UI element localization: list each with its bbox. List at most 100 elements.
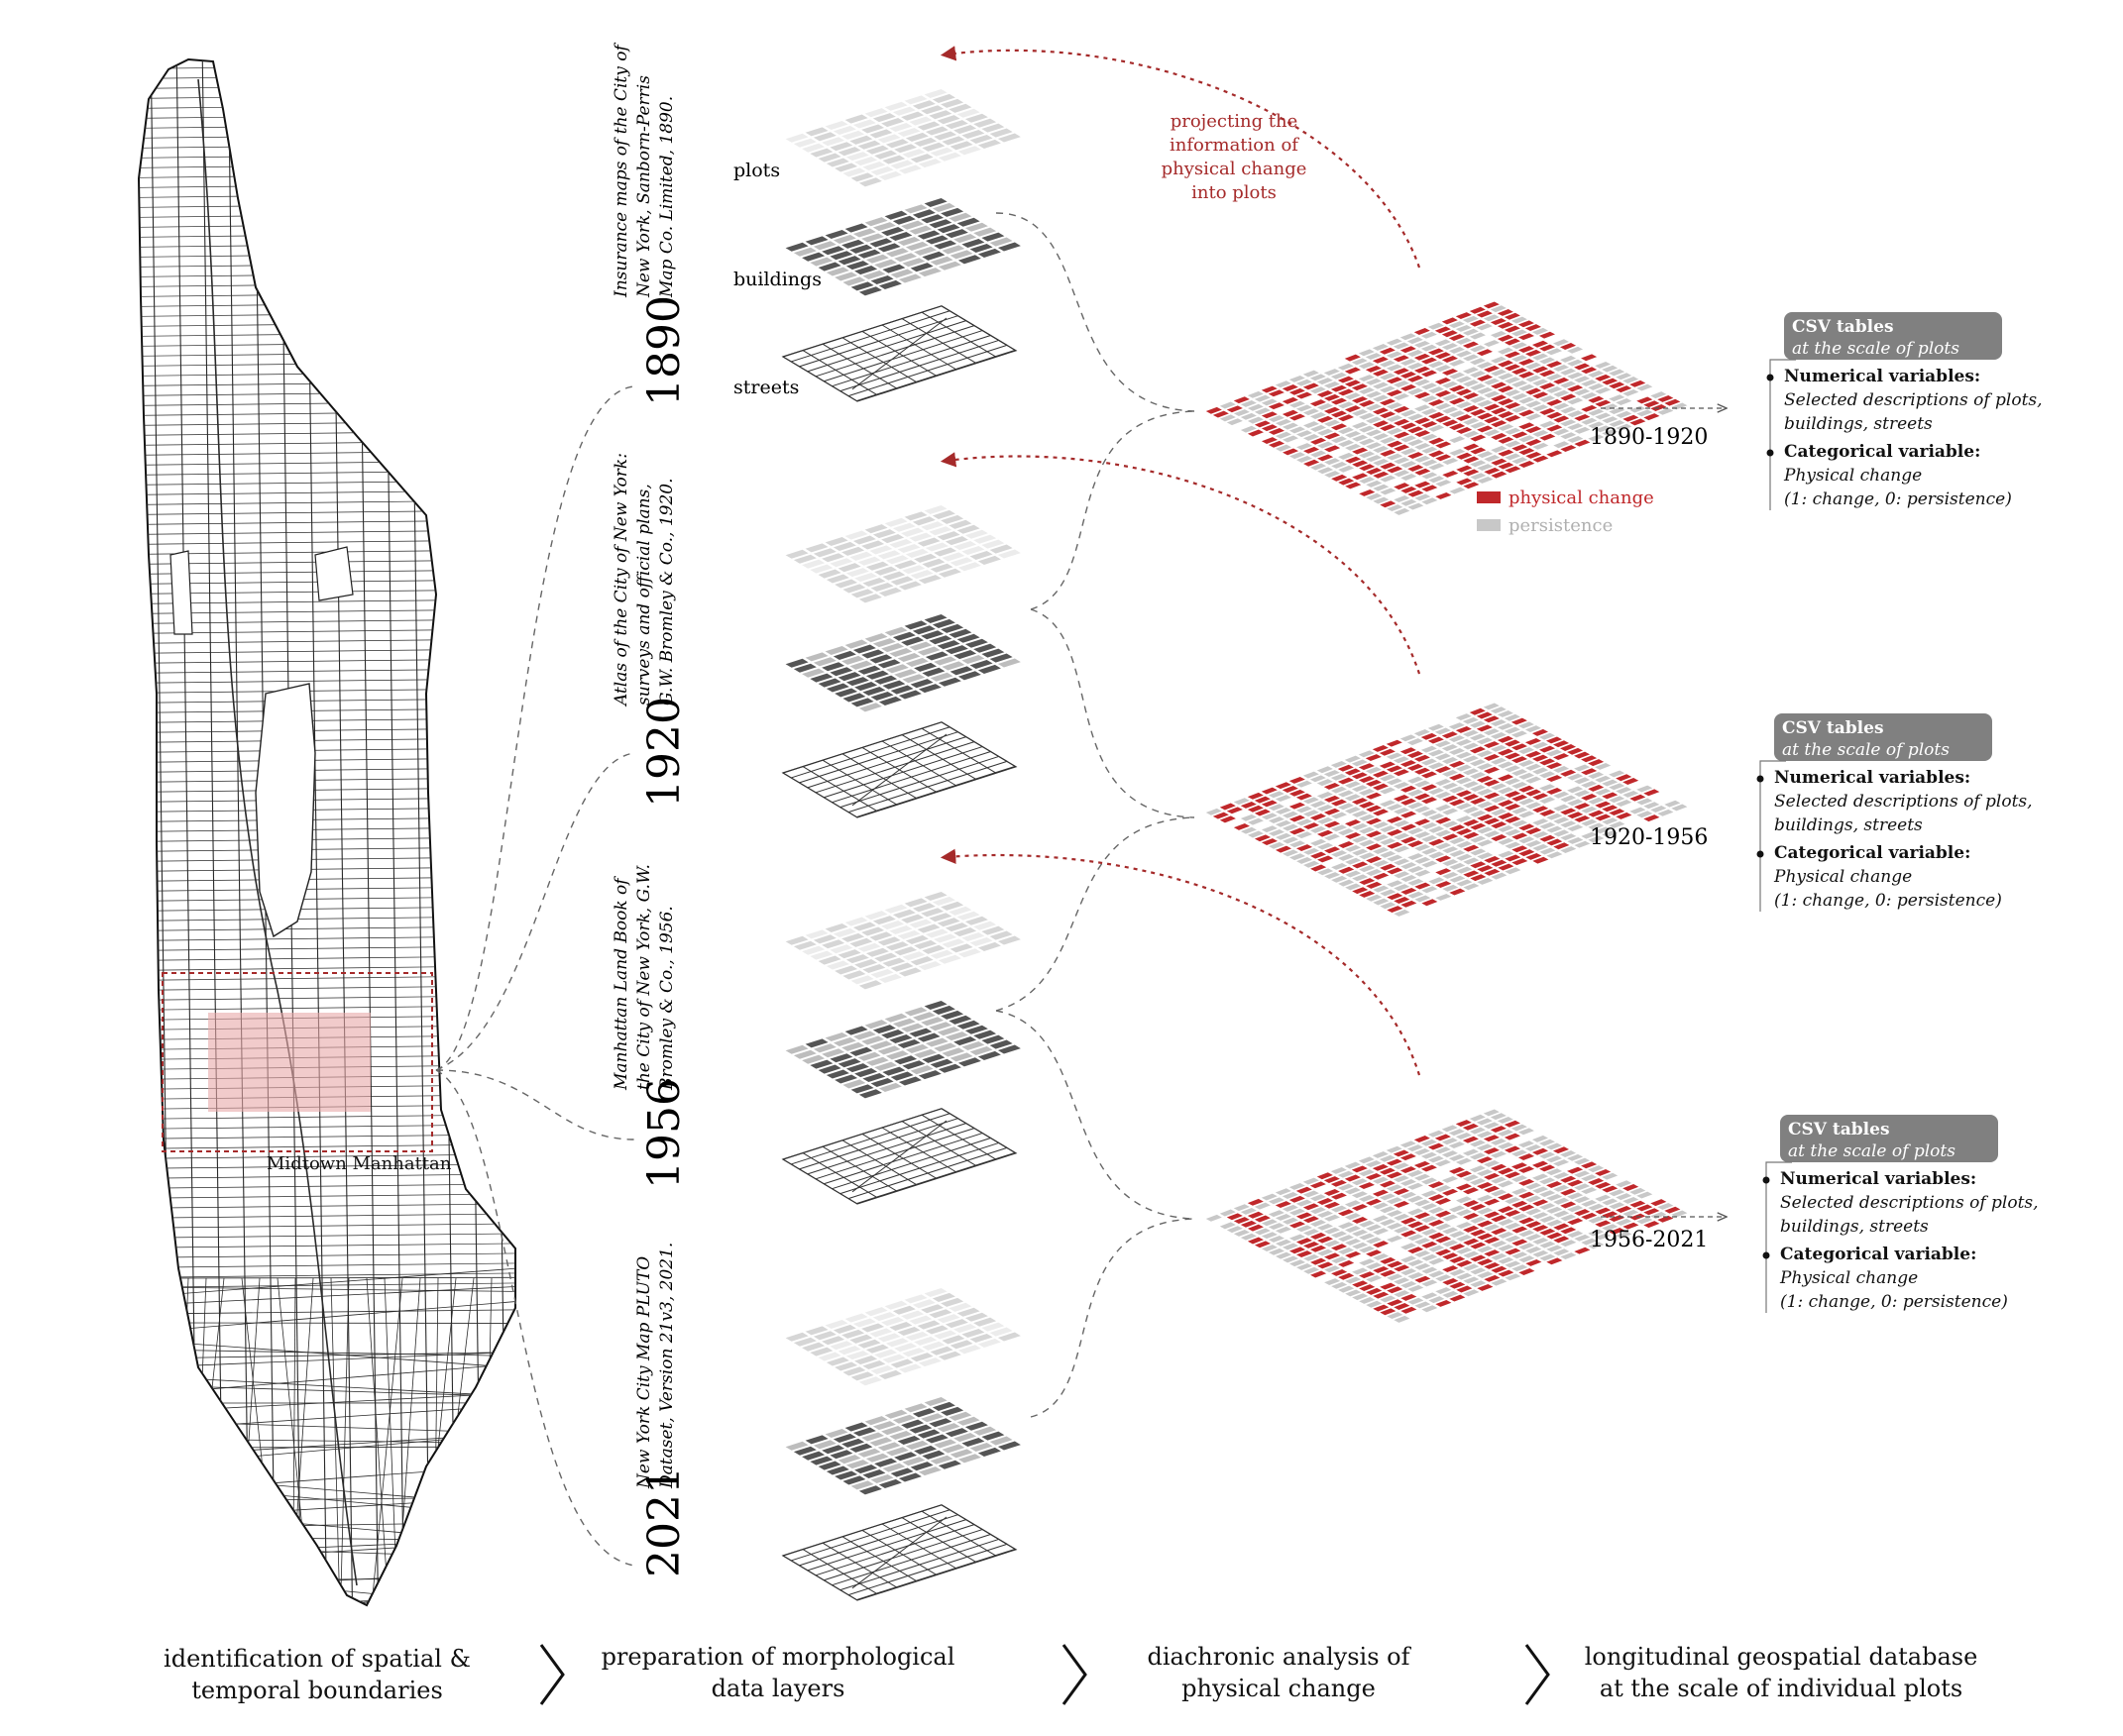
csv-line: Physical change bbox=[1779, 1268, 1918, 1288]
map-street bbox=[139, 72, 515, 80]
csv-line: Selected descriptions of plots, bbox=[1780, 1193, 2039, 1213]
period-label-2: 1920-1956 bbox=[1590, 825, 1708, 850]
projection-arrow-2 bbox=[940, 452, 1421, 675]
csv-subtitle: at the scale of plots bbox=[1788, 1141, 1955, 1161]
map-street bbox=[148, 1284, 515, 1306]
analysis-map-1890-1920 bbox=[1205, 301, 1688, 515]
source-1890: Insurance maps of the City of New York, … bbox=[612, 43, 690, 406]
midtown-label: Midtown Manhattan bbox=[267, 1153, 452, 1174]
csv-title: CSV tables bbox=[1788, 1120, 1890, 1139]
midtown-highlight-area bbox=[208, 1013, 371, 1112]
projection-note-line-1: projecting the bbox=[1171, 111, 1298, 132]
map-avenue bbox=[99, 40, 121, 1645]
projection-arrows bbox=[940, 46, 1421, 1076]
csv-line: (1: change, 0: persistence) bbox=[1780, 1292, 2008, 1312]
period-1956-2021: 1956-2021 bbox=[1590, 1217, 1725, 1252]
layer-stack-1956 bbox=[781, 890, 1021, 1205]
year-1890: 1890 bbox=[639, 295, 690, 406]
streets-layer bbox=[781, 1504, 1018, 1601]
csv-line: Selected descriptions of plots, bbox=[1774, 792, 2033, 812]
projection-note: projecting the information of physical c… bbox=[1162, 111, 1307, 203]
bullet-icon bbox=[1766, 449, 1774, 457]
plots-layer bbox=[783, 1286, 1021, 1386]
csv-header-bar bbox=[1780, 1115, 1998, 1162]
plots-layer bbox=[783, 87, 1021, 187]
map-street bbox=[148, 1286, 515, 1293]
map-parks bbox=[169, 546, 354, 938]
source-1890-line-2: New York, Sanborn-Perris bbox=[634, 75, 654, 298]
source-1920: Atlas of the City of New York: surveys a… bbox=[612, 453, 690, 808]
morphological-layer-stacks bbox=[781, 87, 1021, 1601]
buildings-layer bbox=[783, 196, 1021, 296]
bullet-icon bbox=[1762, 1251, 1770, 1259]
map-street bbox=[139, 62, 515, 70]
map-street bbox=[139, 59, 515, 60]
map-street bbox=[148, 1351, 515, 1359]
layer-stack-2021 bbox=[781, 1286, 1021, 1601]
csv-box-1956-2021: CSV tables at the scale of plotsNumerical… bbox=[1762, 1115, 2039, 1313]
step-1-line-2: temporal boundaries bbox=[191, 1677, 443, 1704]
csv-title: CSV tables bbox=[1782, 718, 1884, 738]
layer-label-plots: plots bbox=[733, 160, 780, 181]
physical-change-analysis-maps bbox=[1205, 301, 1688, 1323]
map-street bbox=[148, 1350, 515, 1368]
map-street bbox=[148, 1309, 515, 1315]
legend-persistence-swatch bbox=[1477, 519, 1501, 531]
map-to-sources-connectors bbox=[435, 385, 635, 1567]
csv-line: Categorical variable: bbox=[1780, 1245, 1976, 1264]
stack-to-analysis-connectors bbox=[995, 212, 1195, 1418]
streets-layer bbox=[781, 1108, 1018, 1205]
map-street bbox=[174, 1277, 189, 1605]
map-street bbox=[339, 1277, 350, 1605]
map-avenue bbox=[537, 40, 559, 1645]
map-street bbox=[148, 1598, 515, 1604]
map-avenue bbox=[510, 59, 515, 1605]
legend-change-swatch bbox=[1477, 491, 1501, 503]
map-street bbox=[148, 1297, 515, 1333]
chevron-right-icon bbox=[1524, 1644, 1550, 1705]
csv-title: CSV tables bbox=[1792, 317, 1894, 337]
projection-note-line-4: into plots bbox=[1191, 182, 1277, 203]
source-2021-line-1: New York City Map PLUTO bbox=[634, 1256, 654, 1489]
year-1956: 1956 bbox=[639, 1078, 690, 1189]
layer-label-buildings: buildings bbox=[733, 269, 822, 290]
bullet-icon bbox=[1762, 1176, 1770, 1184]
csv-line: Numerical variables: bbox=[1784, 367, 1980, 386]
layer-label-streets: streets bbox=[733, 377, 799, 398]
layer-stack-1920 bbox=[781, 503, 1021, 818]
source-1920-line-1: Atlas of the City of New York: bbox=[612, 453, 631, 707]
bullet-icon bbox=[1756, 775, 1764, 783]
map-avenue bbox=[201, 59, 225, 1605]
bullet-icon bbox=[1756, 850, 1764, 858]
step-4-line-1: longitudinal geospatial database bbox=[1585, 1643, 1978, 1671]
bullet-icon bbox=[1766, 374, 1774, 381]
legend-change-label: physical change bbox=[1508, 488, 1654, 508]
period-label-1: 1890-1920 bbox=[1590, 425, 1708, 450]
source-1956: Manhattan Land Book of the City of New Y… bbox=[612, 864, 690, 1189]
year-2021: 2021 bbox=[639, 1466, 690, 1577]
chevron-right-icon bbox=[539, 1644, 565, 1705]
csv-line: Selected descriptions of plots, bbox=[1784, 390, 2043, 410]
csv-line: Physical change bbox=[1783, 466, 1922, 486]
map-street bbox=[369, 1277, 403, 1605]
csv-line: (1: change, 0: persistence) bbox=[1784, 489, 2012, 509]
streets-layer bbox=[781, 305, 1018, 402]
map-avenue bbox=[485, 59, 508, 1605]
map-street bbox=[330, 1277, 341, 1605]
analysis-map-1956-2021 bbox=[1205, 1109, 1688, 1323]
source-1920-line-2: surveys and official plans, bbox=[634, 484, 654, 705]
map-street bbox=[148, 1322, 515, 1324]
manhattan-street-map: Midtown Manhattan bbox=[99, 40, 559, 1645]
csv-line: buildings, streets bbox=[1774, 815, 1923, 835]
projection-arrow-3 bbox=[940, 848, 1421, 1076]
csv-line: Numerical variables: bbox=[1780, 1169, 1976, 1189]
period-1920-1956: 1920-1956 bbox=[1590, 825, 1708, 850]
source-2021-line-2: Dataset, Version 21v3, 2021. bbox=[657, 1243, 677, 1489]
source-2021: New York City Map PLUTO Dataset, Version… bbox=[634, 1243, 690, 1577]
process-steps: identification of spatial & temporal bou… bbox=[164, 1643, 1977, 1704]
